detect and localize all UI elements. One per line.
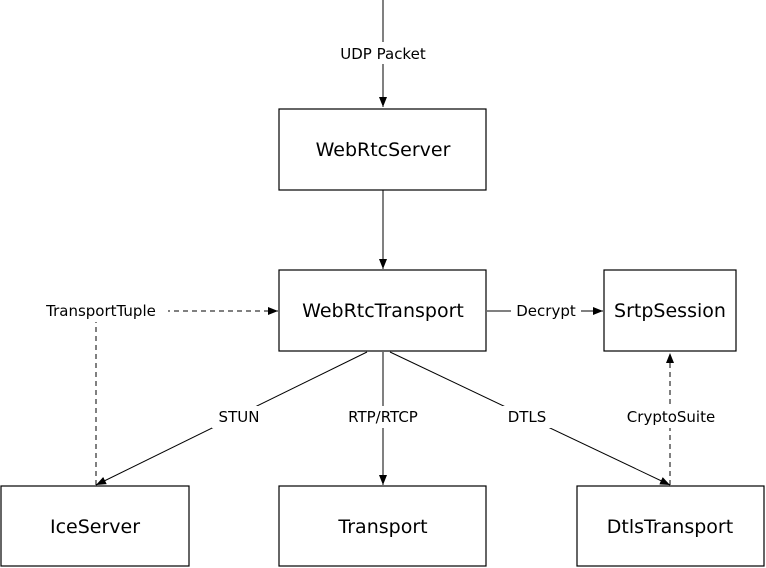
node-srtp-session-label: SrtpSession xyxy=(614,300,726,322)
crypto-suite-label-bg xyxy=(618,406,724,428)
udp-packet-label: UDP Packet xyxy=(340,45,426,63)
node-transport: Transport xyxy=(278,485,487,567)
node-dtls-transport-label: DtlsTransport xyxy=(607,516,733,538)
transport-tuple-arrow xyxy=(95,307,278,485)
node-ice-server: IceServer xyxy=(0,485,190,567)
crypto-suite-label: CryptoSuite xyxy=(627,408,715,426)
node-transport-label: Transport xyxy=(337,516,427,538)
node-dtls-transport: DtlsTransport xyxy=(576,485,765,567)
node-ice-server-label: IceServer xyxy=(50,516,140,538)
node-webrtc-transport-label: WebRtcTransport xyxy=(302,300,464,322)
stun-label: STUN xyxy=(219,408,260,426)
stun-label-bg xyxy=(212,406,266,428)
transport-tuple-label-bg xyxy=(34,300,168,322)
decrypt-label: Decrypt xyxy=(516,302,576,320)
rtp-rtcp-label: RTP/RTCP xyxy=(348,408,418,426)
dtls-label: DTLS xyxy=(508,408,547,426)
node-srtp-session: SrtpSession xyxy=(603,269,737,352)
transport-tuple-label: TransportTuple xyxy=(45,302,156,320)
rtp-rtcp-label-bg xyxy=(334,406,432,428)
decrypt-label-bg xyxy=(511,300,581,322)
node-webrtc-transport: WebRtcTransport xyxy=(278,269,487,352)
node-webrtc-server-label: WebRtcServer xyxy=(316,139,451,161)
dtls-label-bg xyxy=(501,406,553,428)
udp-packet-label-bg xyxy=(330,42,436,64)
node-webrtc-server: WebRtcServer xyxy=(278,108,487,191)
